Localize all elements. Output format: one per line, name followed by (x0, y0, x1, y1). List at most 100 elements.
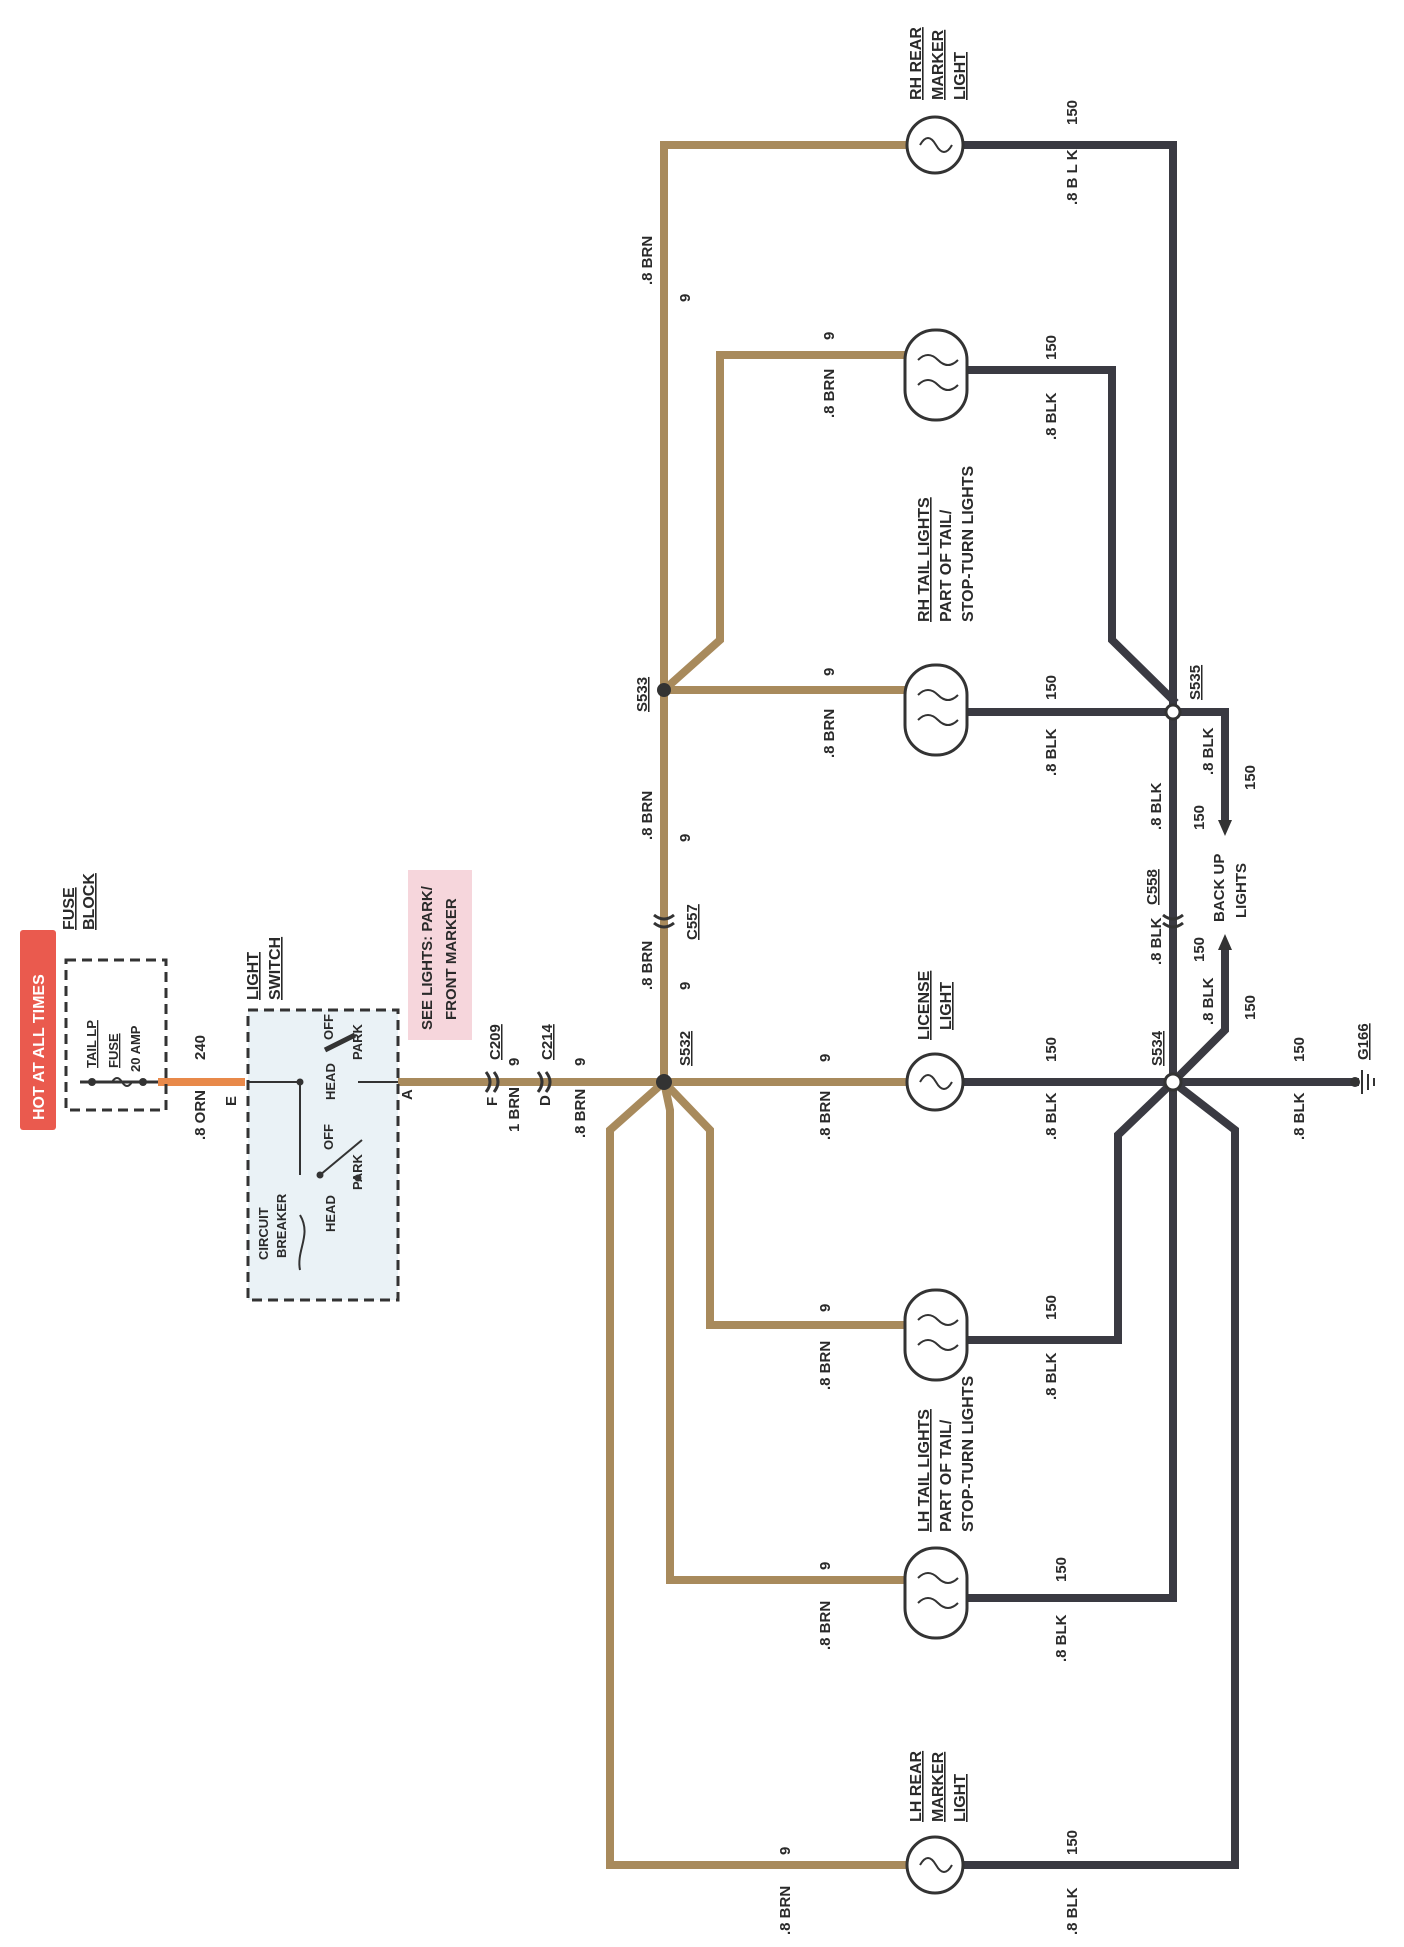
fuse-block-box (64, 958, 168, 1112)
orange-wire-circuit: 240 (192, 1035, 209, 1060)
blk-gauge-bus-2: .8 BLK (1148, 917, 1165, 965)
c214-pin: D (537, 1095, 554, 1106)
connector-c558: C558 (1144, 869, 1184, 929)
license-filament-icon (919, 1074, 953, 1090)
switch-contact-1 (319, 1139, 363, 1176)
brn-circuit-lh-marker: 9 (777, 1847, 794, 1855)
black-wire-rh-tail-1 (961, 366, 1179, 706)
lh-marker-label-3: LIGHT (952, 1774, 969, 1822)
brn-circuit-mid-1: 9 (677, 834, 694, 842)
backup-label-1: BACK UP (1211, 854, 1228, 922)
license-label-1: LICENSE (916, 970, 933, 1040)
fuse-terminal-1 (88, 1078, 96, 1086)
c209-pin: F (484, 1097, 501, 1106)
see-lights-box (408, 870, 472, 1040)
rh-marker-label-3: LIGHT (952, 52, 969, 100)
lh-marker-filament-icon (919, 1857, 953, 1873)
switch-node-2 (316, 1171, 324, 1179)
brown-wire-lh-tail-2 (659, 1077, 909, 1584)
brn-gauge-mid-1: .8 BRN (639, 791, 656, 840)
splice-s533-label: S533 (634, 677, 651, 712)
rh-tail-label-1: RH TAIL LIGHTS (916, 497, 933, 622)
brown-wire-rh-tail-1 (658, 351, 909, 696)
blk-circuit-bus-1: 150 (1191, 805, 1208, 830)
brn-gauge-lh-tail-1: .8 BRN (817, 1341, 834, 1390)
black-wire-labels: .8 B L K 150 .8 BLK 150 .8 BLK 150 .8 BL… (1043, 100, 1308, 1935)
rh-tail-1-bulb-icon (903, 328, 969, 422)
c209-circuit: 9 (506, 1058, 523, 1066)
black-wire-lh-tail-1 (961, 1076, 1179, 1344)
blk-gauge-lh-tail-1: .8 BLK (1043, 1352, 1060, 1400)
lh-tail-2-bulb-icon (903, 1546, 969, 1640)
fuse-label-2: FUSE (106, 1033, 121, 1068)
rh-tail-label-3: STOP-TURN LIGHTS (960, 466, 977, 622)
rh-tail-light-2 (903, 663, 969, 757)
brn-gauge-mid-2: .8 BRN (639, 941, 656, 990)
blk-gauge-rh-marker: .8 B L K (1064, 149, 1081, 205)
c558-connector-icon (1162, 913, 1184, 929)
brn-gauge-lh-marker: .8 BRN (777, 1886, 794, 1935)
light-switch: LIGHT SWITCH CIRCUIT BREAKER HEAD OFF PA… (245, 937, 416, 1302)
backup-arrow-up (1218, 820, 1232, 836)
circuit-breaker-icon (298, 1214, 306, 1271)
license-label-2: LIGHT (938, 982, 955, 1030)
brown-wire-lh-marker (606, 1076, 909, 1869)
hot-banner-text: HOT AT ALL TIMES (31, 974, 48, 1120)
fuse-block-title-1: FUSE (61, 887, 78, 930)
splice-s534-dot (1163, 1072, 1183, 1092)
blk-circuit-lh-marker: 150 (1064, 1830, 1081, 1855)
brn-gauge-rh-tail-1: .8 BRN (821, 369, 838, 418)
brn-circuit-lh-tail-2: 9 (817, 1562, 834, 1570)
see-lights-line-2[interactable]: FRONT MARKER (443, 898, 460, 1020)
fuse-label-1: TAIL LP (84, 1020, 99, 1068)
rh-tail-2-bulb-icon (903, 663, 969, 757)
backup-arrow-down (1218, 934, 1232, 950)
splice-s532-label: S532 (677, 1031, 694, 1066)
fuse-block: HOT AT ALL TIMES FUSE BLOCK TAIL LP FUSE… (20, 873, 240, 1140)
orange-wire-pin: E (223, 1096, 240, 1106)
c214-gauge: .8 BRN (572, 1089, 589, 1138)
brn-gauge-lh-tail-2: .8 BRN (817, 1601, 834, 1650)
lh-tail-1-filament-icon (917, 1314, 959, 1351)
connector-c209: C209 9 F 1 BRN (484, 1024, 523, 1132)
lh-marker-label-2: MARKER (930, 1751, 947, 1822)
blk-circuit-backup-1: 150 (1242, 765, 1259, 790)
brown-wire-lh-tail-1 (658, 1076, 909, 1329)
c557-label: C557 (684, 904, 701, 940)
c214-circuit: 9 (572, 1058, 589, 1066)
blk-gauge-license: .8 BLK (1043, 1092, 1060, 1140)
rh-marker-label-2: MARKER (930, 29, 947, 100)
splice-s535-dot (1164, 703, 1182, 721)
brn-circuit-top: 9 (677, 294, 694, 302)
c558-label: C558 (1144, 869, 1161, 905)
fuse-icon (111, 1077, 133, 1087)
switch-contact-2 (323, 1032, 357, 1053)
blk-gauge-bus-1: .8 BLK (1148, 782, 1165, 830)
brn-circuit-rh-tail-1: 9 (821, 332, 838, 340)
rh-marker-filament-icon (919, 137, 953, 153)
fuse-label-3: 20 AMP (128, 1025, 143, 1072)
splice-s532-dot (656, 1074, 672, 1090)
switch-node-3 (354, 1174, 362, 1182)
blk-circuit-bus-2: 150 (1191, 937, 1208, 962)
rh-marker-label-1: RH REAR (908, 27, 925, 100)
see-lights-line-1[interactable]: SEE LIGHTS: PARK/ (419, 885, 436, 1030)
brn-circuit-mid-2: 9 (677, 982, 694, 990)
blk-circuit-backup-2: 150 (1242, 995, 1259, 1020)
lh-tail-light-1 (903, 1288, 969, 1382)
blk-circuit-ground: 150 (1291, 1037, 1308, 1062)
black-wire-backup-1 (1169, 708, 1229, 824)
brn-gauge-top: .8 BRN (639, 236, 656, 285)
c214-connector-icon (536, 1071, 552, 1093)
backup-label-2: LIGHTS (1233, 863, 1250, 918)
fuse-block-title-2: BLOCK (81, 873, 98, 930)
brn-gauge-license: .8 BRN (817, 1091, 834, 1140)
brn-circuit-lh-tail-1: 9 (817, 1304, 834, 1312)
blk-gauge-lh-tail-2: .8 BLK (1053, 1614, 1070, 1662)
blk-gauge-rh-tail-2: .8 BLK (1043, 728, 1060, 776)
lh-marker-label-1: LH REAR (908, 1750, 925, 1822)
blk-gauge-lh-marker: .8 BLK (1064, 1887, 1081, 1935)
circuit-breaker-label-2: BREAKER (274, 1193, 289, 1258)
blk-gauge-ground: .8 BLK (1291, 1092, 1308, 1140)
lh-tail-label-3: STOP-TURN LIGHTS (960, 1376, 977, 1532)
